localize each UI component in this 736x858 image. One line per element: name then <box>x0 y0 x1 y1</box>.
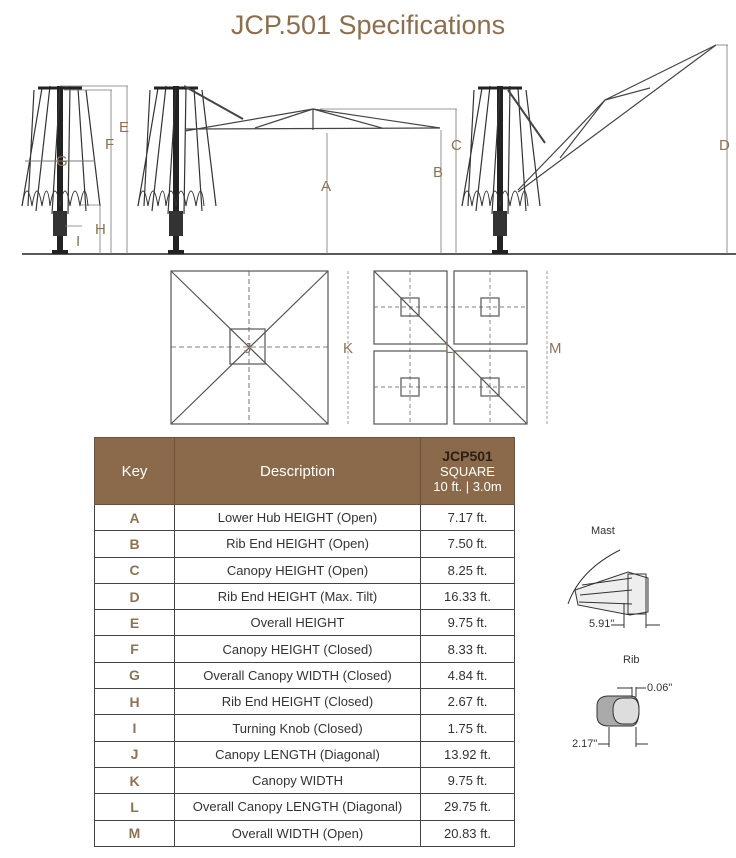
rib-thickness: 0.06" <box>647 682 673 694</box>
cell-key: A <box>94 503 175 532</box>
mast-label: Mast <box>591 525 615 537</box>
cell-key: F <box>94 635 175 663</box>
page-title: JCP.501 Specifications <box>230 10 506 40</box>
cell-description: Rib End HEIGHT (Max. Tilt) <box>174 582 421 611</box>
cell-value: 8.25 ft. <box>420 556 515 584</box>
cell-value: 9.75 ft. <box>420 609 515 637</box>
label-d: D <box>719 137 730 154</box>
cell-key: B <box>94 530 175 558</box>
label-l: L <box>445 340 453 357</box>
cell-description: Rib End HEIGHT (Open) <box>174 530 421 558</box>
plan-view-single <box>170 270 349 425</box>
label-b: B <box>433 164 443 181</box>
cell-value: 7.17 ft. <box>420 503 515 532</box>
cell-key: H <box>94 688 175 716</box>
cell-description: Canopy WIDTH <box>174 766 421 795</box>
cell-description: Rib End HEIGHT (Closed) <box>174 688 421 716</box>
label-g: G <box>56 153 68 170</box>
cell-description: Canopy HEIGHT (Closed) <box>174 635 421 663</box>
cell-key: L <box>94 793 175 821</box>
cell-value: 29.75 ft. <box>420 793 515 821</box>
cell-value: 2.67 ft. <box>420 688 515 716</box>
label-a: A <box>321 178 331 195</box>
label-i: I <box>76 233 80 250</box>
cell-value: 7.50 ft. <box>420 530 515 558</box>
cell-description: Overall HEIGHT <box>174 609 421 637</box>
cell-description: Overall WIDTH (Open) <box>174 819 421 847</box>
label-k: K <box>343 340 353 357</box>
label-e: E <box>119 119 129 136</box>
label-h: H <box>95 221 106 238</box>
rib-dimension: 2.17" <box>572 738 598 750</box>
cell-key: E <box>94 609 175 637</box>
cell-description: Canopy LENGTH (Diagonal) <box>174 740 421 768</box>
cell-key: M <box>94 819 175 847</box>
mast-profile-drawing <box>567 549 660 628</box>
cell-key: K <box>94 766 175 795</box>
cell-key: C <box>94 556 175 584</box>
label-c: C <box>451 137 462 154</box>
cell-description: Lower Hub HEIGHT (Open) <box>174 503 421 532</box>
specifications-table: Key Description JCP501 SQUARE 10 ft. | 3… <box>94 437 515 847</box>
cell-value: 16.33 ft. <box>420 582 515 611</box>
cell-key: G <box>94 661 175 690</box>
cell-description: Overall Canopy LENGTH (Diagonal) <box>174 793 421 821</box>
umbrella-elevation-diagram: E F G H I A B C D J K L M <box>0 44 736 425</box>
cell-key: D <box>94 582 175 611</box>
cell-value: 8.33 ft. <box>420 635 515 663</box>
rib-label: Rib <box>623 654 640 666</box>
label-f: F <box>105 136 114 153</box>
cell-key: I <box>94 714 175 742</box>
label-m: M <box>549 340 562 357</box>
label-j: J <box>244 340 252 357</box>
cell-description: Overall Canopy WIDTH (Closed) <box>174 661 421 690</box>
cell-value: 4.84 ft. <box>420 661 515 690</box>
cell-description: Canopy HEIGHT (Open) <box>174 556 421 584</box>
cell-value: 20.83 ft. <box>420 819 515 847</box>
header-key: Key <box>94 437 175 505</box>
cell-description: Turning Knob (Closed) <box>174 714 421 742</box>
header-description: Description <box>174 437 421 505</box>
plan-view-quad <box>373 270 548 425</box>
cell-key: J <box>94 740 175 768</box>
cell-value: 13.92 ft. <box>420 740 515 768</box>
cell-value: 1.75 ft. <box>420 714 515 742</box>
mast-dimension: 5.91" <box>589 618 615 630</box>
rib-profile-drawing <box>596 687 648 747</box>
cell-value: 9.75 ft. <box>420 766 515 795</box>
header-model: JCP501 SQUARE 10 ft. | 3.0m <box>420 437 515 505</box>
